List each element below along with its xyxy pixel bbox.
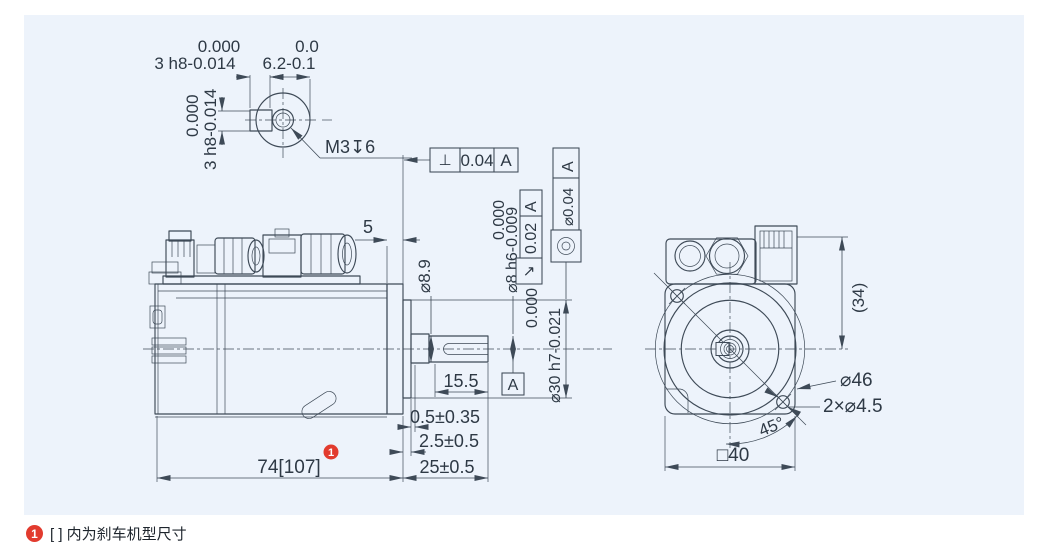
- cable-gland: [214, 237, 256, 275]
- runout-datum: A: [523, 201, 540, 212]
- boss-width-tolerance: 0.0: [295, 37, 319, 56]
- spigot-dia-dim: ⌀30 h7-0.021: [547, 308, 564, 403]
- spigot-circle: [680, 299, 780, 399]
- motor-front-view: 45° ⌀46 2×⌀4.5 (34) □40: [645, 225, 883, 471]
- key-cross-section: [249, 109, 273, 132]
- datum-a-box: [501, 372, 525, 396]
- shaft-length-dim: 25±0.5: [420, 457, 475, 477]
- keyway-width-tolerance: 0.000: [198, 37, 241, 56]
- vent-slot: [151, 337, 187, 346]
- vent-slot: [151, 355, 187, 364]
- tap-callout: M3↧6: [325, 137, 375, 157]
- keyway-width-dim: 3 h8-0.014: [154, 54, 235, 73]
- cable-gland: [300, 233, 346, 275]
- motor-side-view: 5 ⊥ 0.04 A ⌀8.9 0.000 ⌀8 h6-0.009 A ↗: [143, 147, 612, 482]
- cable-gland: [674, 240, 706, 272]
- connector-height-dim: (34): [849, 283, 868, 313]
- perpendicularity-datum: A: [500, 151, 512, 170]
- runout-icon: ↗: [523, 263, 536, 280]
- footnote-badge-icon: [323, 444, 339, 460]
- keyway-length-dim: 15.5: [443, 371, 478, 391]
- mounting-holes-dim: 2×⌀4.5: [823, 396, 883, 417]
- boss-dia-dim: ⌀8.9: [415, 259, 434, 293]
- flange-size-dim: □40: [717, 445, 750, 466]
- cable-gland: [708, 237, 746, 275]
- concentricity-datum: A: [560, 161, 577, 172]
- step-length-dim: 0.5±0.35: [410, 407, 480, 427]
- flange-outline: [664, 283, 796, 415]
- spigot-length-dim: 2.5±0.5: [419, 431, 479, 451]
- keyway-front: [715, 342, 730, 356]
- runout-value: 0.02: [523, 223, 540, 254]
- perpendicularity-frame: ⊥ 0.04 A: [404, 147, 519, 173]
- datum-a-label: A: [508, 377, 519, 394]
- shaft-dia-tolerance: 0.000: [491, 200, 508, 240]
- footnote-badge-number: 1: [328, 447, 334, 459]
- shaft-end-detail-view: 0.000 3 h8-0.014 0.0 6.2-0.1 0.000 3 h8-…: [154, 37, 412, 170]
- shaft-end-circle: [255, 92, 311, 148]
- cable-connectors-side: [162, 228, 361, 285]
- footnote-badge-icon: 1: [26, 525, 43, 542]
- footnote-text: [ ] 内为刹车机型尺寸: [50, 526, 187, 543]
- perpendicularity-value: 0.04: [460, 151, 493, 170]
- concentricity-value: ⌀0.04: [560, 188, 577, 226]
- mounting-hole: [668, 287, 686, 305]
- vent-slot: [151, 346, 187, 355]
- runout-frame: ↗ 0.02 A: [515, 189, 543, 285]
- cable-connectors-front: [665, 225, 798, 285]
- nameplate-slot: [301, 391, 337, 419]
- spigot-dia-tolerance: 0.000: [524, 288, 541, 328]
- concentricity-icon: [557, 237, 575, 255]
- bolt-circle-dia-dim: ⌀46: [840, 370, 873, 391]
- concentricity-frame: ⌀0.04 A: [550, 147, 582, 299]
- boss-width-dim: 6.2-0.1: [263, 54, 316, 73]
- flange-thickness-dim: 5: [363, 217, 373, 237]
- keyway: [443, 343, 488, 355]
- body-length-dim: 74[107]: [257, 457, 320, 478]
- keyway-height-tolerance: 0.000: [183, 94, 202, 137]
- perpendicularity-icon: ⊥: [438, 152, 451, 169]
- footnote: 1 [ ] 内为刹车机型尺寸: [26, 523, 187, 544]
- keyway-height-dim: 3 h8-0.014: [201, 89, 220, 170]
